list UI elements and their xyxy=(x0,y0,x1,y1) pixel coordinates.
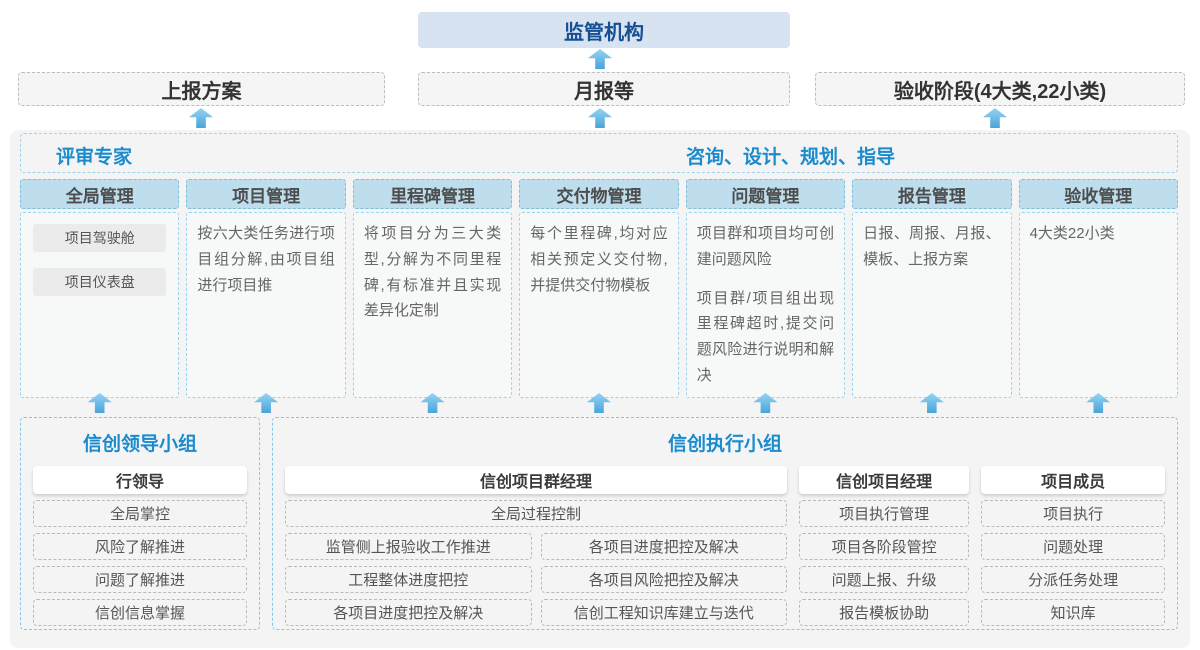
column-header: 验收管理 xyxy=(1018,179,1178,209)
column-project-management: 项目管理 按六大类任务进行项目组分解,由项目组进行项目推 xyxy=(186,179,346,398)
channel-box-monthly-report: 月报等 xyxy=(418,72,790,106)
column-description: 将项目分为三大类型,分解为不同里程碑,有标准并且实现差异化定制 xyxy=(363,225,502,320)
role-box-project-manager: 信创项目经理 xyxy=(799,466,970,494)
execution-group-title: 信创执行小组 xyxy=(667,434,782,455)
bottom-groups: 信创领导小组 行领导 全局掌控 风险了解推进 问题了解推进 信创信息掌握 信创执… xyxy=(20,417,1178,630)
column-body: 日报、周报、月报、模板、上报方案 xyxy=(852,212,1012,398)
channel-box-acceptance-stage: 验收阶段(4大类,22小类) xyxy=(815,72,1185,106)
program-manager-items-grid: 监管侧上报验收工作推进 各项目进度把控及解决 工程整体进度把控 各项目风险把控及… xyxy=(285,527,788,626)
item-box: 问题了解推进 xyxy=(33,566,247,593)
item-box: 项目各阶段管控 xyxy=(799,533,970,560)
item-box: 全局掌控 xyxy=(33,500,247,527)
column-arrows-row xyxy=(20,391,1178,415)
item-box: 报告模板协助 xyxy=(799,599,970,626)
item-box: 知识库 xyxy=(981,599,1165,626)
execution-group-columns: 信创项目群经理 全局过程控制 监管侧上报验收工作推进 各项目进度把控及解决 工程… xyxy=(285,466,1165,626)
column-header: 问题管理 xyxy=(685,179,846,209)
item-box: 分派任务处理 xyxy=(981,566,1165,593)
project-member-section: 项目成员 项目执行 问题处理 分派任务处理 知识库 xyxy=(981,466,1165,626)
leadership-group-title: 信创领导小组 xyxy=(82,434,197,455)
program-manager-section: 信创项目群经理 全局过程控制 监管侧上报验收工作推进 各项目进度把控及解决 工程… xyxy=(285,466,788,626)
project-manager-section: 信创项目经理 项目执行管理 项目各阶段管控 问题上报、升级 报告模板协助 xyxy=(799,466,970,626)
column-body: 将项目分为三大类型,分解为不同里程碑,有标准并且实现差异化定制 xyxy=(352,212,513,398)
column-body: 项目驾驶舱 项目仪表盘 xyxy=(20,212,180,398)
up-arrow-icon xyxy=(254,393,279,413)
column-report-management: 报告管理 日报、周报、月报、模板、上报方案 xyxy=(852,179,1012,398)
column-description: 日报、周报、月报、模板、上报方案 xyxy=(863,225,1001,268)
column-header: 全局管理 xyxy=(20,179,180,209)
column-body: 项目群和项目均可创建问题风险 项目群/项目组出现里程碑超时,提交问题风险进行说明… xyxy=(685,212,846,398)
item-box: 监管侧上报验收工作推进 xyxy=(285,533,532,560)
review-experts-label: 评审专家 xyxy=(56,147,133,168)
item-box: 信创信息掌握 xyxy=(33,599,247,626)
column-global-management: 全局管理 项目驾驶舱 项目仪表盘 xyxy=(20,179,180,398)
item-box: 风险了解推进 xyxy=(33,533,247,560)
column-body: 4大类22小类 xyxy=(1018,212,1178,398)
column-description: 项目群和项目均可创建问题风险 xyxy=(696,225,835,268)
advisors-header-box: 评审专家 咨询、设计、规划、指导 xyxy=(20,133,1178,173)
item-box: 全局过程控制 xyxy=(285,500,788,527)
column-header: 项目管理 xyxy=(186,179,346,209)
column-milestone-management: 里程碑管理 将项目分为三大类型,分解为不同里程碑,有标准并且实现差异化定制 xyxy=(352,179,513,398)
role-box-bank-leadership: 行领导 xyxy=(33,466,247,494)
column-header: 交付物管理 xyxy=(519,179,679,209)
column-issue-management: 问题管理 项目群和项目均可创建问题风险 项目群/项目组出现里程碑超时,提交问题风… xyxy=(685,179,846,398)
up-arrow-icon xyxy=(919,393,944,413)
up-arrow-icon xyxy=(189,108,213,128)
item-box: 信创工程知识库建立与迭代 xyxy=(540,599,788,626)
column-description: 按六大类任务进行项目组分解,由项目组进行项目推 xyxy=(197,225,335,294)
item-box: 工程整体进度把控 xyxy=(285,566,532,593)
role-box-program-manager: 信创项目群经理 xyxy=(285,466,788,494)
up-arrow-icon xyxy=(983,108,1007,128)
management-columns: 全局管理 项目驾驶舱 项目仪表盘 项目管理 按六大类任务进行项目组分解,由项目组… xyxy=(20,179,1178,398)
column-body: 每个里程碑,均对应相关预定义交付物,并提供交付物模板 xyxy=(519,212,679,398)
up-arrow-icon xyxy=(87,393,112,413)
leadership-group-box: 信创领导小组 行领导 全局掌控 风险了解推进 问题了解推进 信创信息掌握 xyxy=(20,417,260,630)
column-header: 报告管理 xyxy=(852,179,1012,209)
column-description: 每个里程碑,均对应相关预定义交付物,并提供交付物模板 xyxy=(530,225,668,294)
up-arrow-icon xyxy=(420,393,445,413)
up-arrow-icon xyxy=(753,393,778,413)
role-box-project-member: 项目成员 xyxy=(981,466,1165,494)
column-deliverable-management: 交付物管理 每个里程碑,均对应相关预定义交付物,并提供交付物模板 xyxy=(519,179,679,398)
execution-group-box: 信创执行小组 信创项目群经理 全局过程控制 监管侧上报验收工作推进 各项目进度把… xyxy=(272,417,1178,630)
column-description: 项目群/项目组出现里程碑超时,提交问题风险进行说明和解决 xyxy=(696,289,835,384)
item-box: 各项目进度把控及解决 xyxy=(285,599,532,626)
channel-box-report-plan: 上报方案 xyxy=(18,72,385,106)
column-acceptance-management: 验收管理 4大类22小类 xyxy=(1018,179,1178,398)
up-arrow-icon xyxy=(1086,393,1111,413)
tag-box-project-dashboard: 项目仪表盘 xyxy=(33,268,167,296)
item-box: 项目执行 xyxy=(981,500,1165,527)
item-box: 项目执行管理 xyxy=(799,500,970,527)
item-box: 各项目风险把控及解决 xyxy=(540,566,788,593)
regulator-box: 监管机构 xyxy=(418,12,790,48)
up-arrow-icon xyxy=(586,393,611,413)
column-header: 里程碑管理 xyxy=(352,179,513,209)
item-box: 问题上报、升级 xyxy=(799,566,970,593)
consulting-design-label: 咨询、设计、规划、指导 xyxy=(686,147,896,168)
tag-box-project-cockpit: 项目驾驶舱 xyxy=(33,224,167,252)
item-box: 问题处理 xyxy=(981,533,1165,560)
up-arrow-icon xyxy=(588,108,612,128)
up-arrow-icon xyxy=(588,49,612,69)
main-panel: 评审专家 咨询、设计、规划、指导 全局管理 项目驾驶舱 项目仪表盘 项目管理 按… xyxy=(10,130,1190,648)
column-description: 4大类22小类 xyxy=(1029,225,1115,242)
item-box: 各项目进度把控及解决 xyxy=(540,533,788,560)
column-body: 按六大类任务进行项目组分解,由项目组进行项目推 xyxy=(186,212,346,398)
